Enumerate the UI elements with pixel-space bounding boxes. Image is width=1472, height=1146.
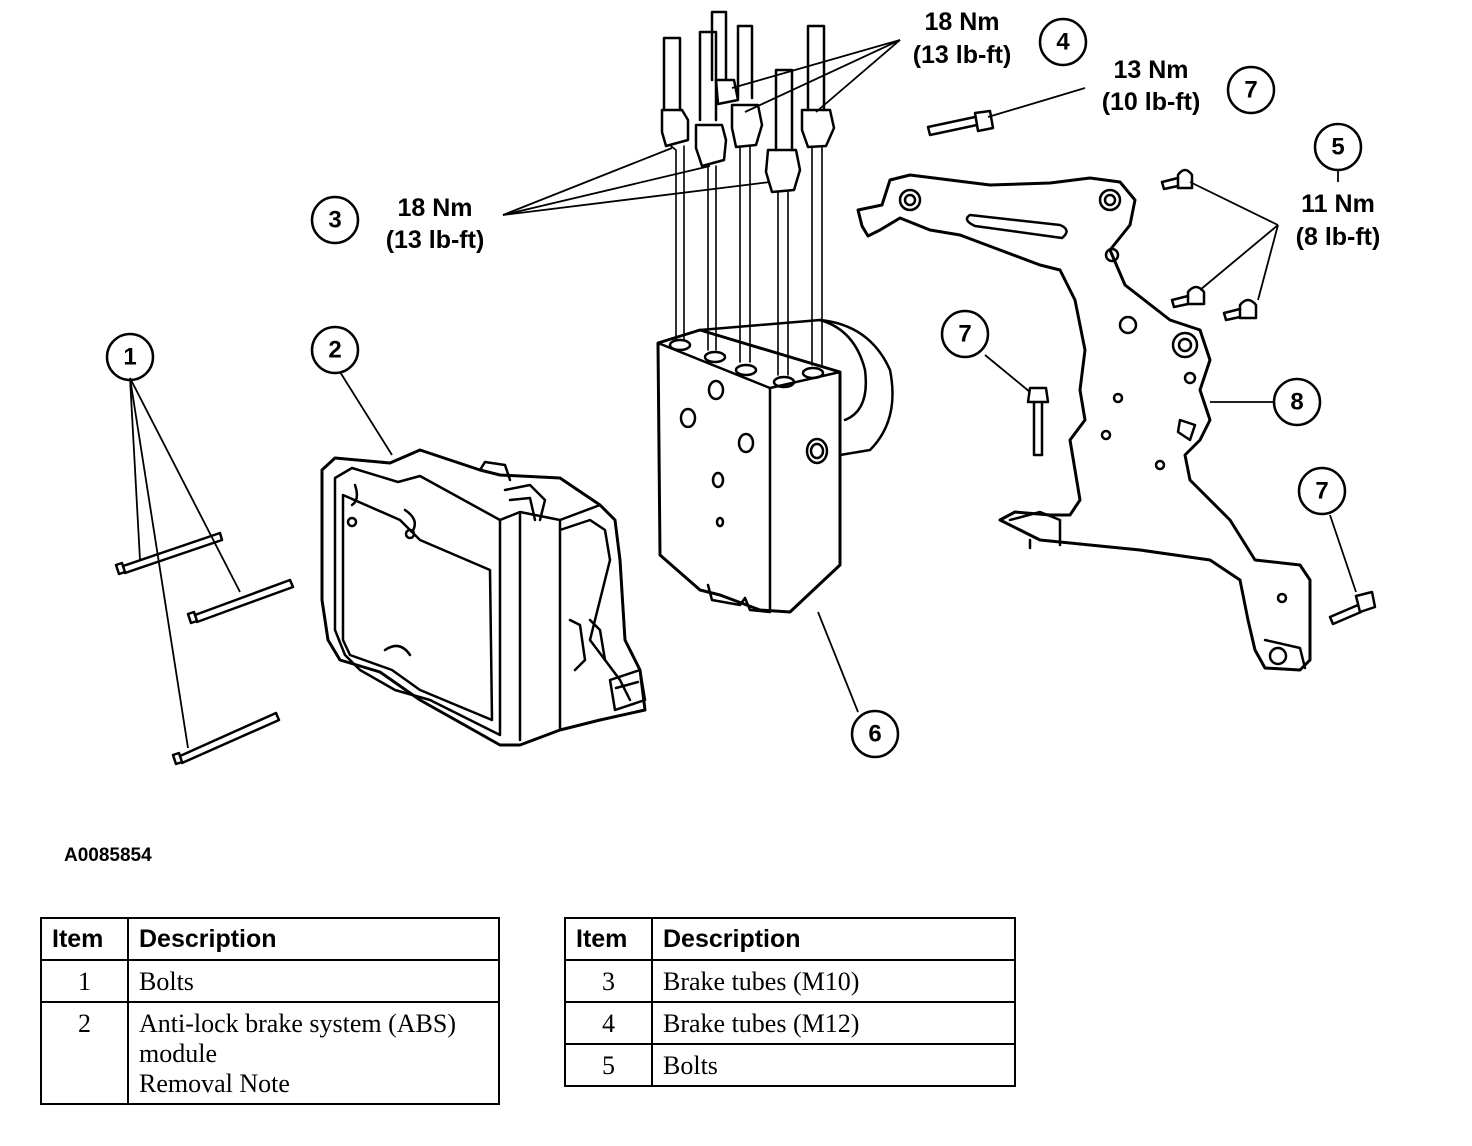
callout-1: 1 [123, 344, 136, 371]
item-number: 3 [564, 959, 653, 1003]
header-description: Description [651, 917, 1016, 961]
torque-5-nm: 11 Nm [1301, 190, 1375, 218]
torque-5-lbft: (8 lb-ft) [1296, 223, 1381, 251]
legend-table-left: Item Description 1 Bolts 2 Anti-lock bra… [40, 917, 500, 1105]
item-number: 1 [40, 959, 129, 1003]
abs-module [320, 448, 647, 747]
removal-note-link[interactable]: Removal Note [139, 1069, 290, 1098]
item-description: Brake tubes (M10) [651, 959, 1016, 1003]
table-row: 4 Brake tubes (M12) [564, 1001, 1016, 1045]
callout-3: 3 [328, 207, 341, 234]
table-row: 2 Anti-lock brake system (ABS) module Re… [40, 1001, 500, 1105]
callout-circles [105, 17, 1363, 759]
callout-2: 2 [328, 337, 341, 364]
callout-4: 4 [1056, 29, 1070, 56]
callout-5: 5 [1331, 134, 1344, 161]
item-number: 2 [40, 1001, 129, 1105]
bolts-item-5 [1160, 168, 1258, 322]
leader-lines [129, 39, 1357, 749]
item-description: Brake tubes (M12) [651, 1001, 1016, 1045]
bolts-item-1 [114, 531, 295, 766]
legend-table-right: Item Description 3 Brake tubes (M10) 4 B… [564, 917, 1016, 1087]
item-description: Bolts [651, 1043, 1016, 1087]
torque-4-lbft: (13 lb-ft) [913, 41, 1012, 69]
item-description: Anti-lock brake system (ABS) module Remo… [127, 1001, 500, 1105]
callout-7-bottom: 7 [1315, 478, 1328, 505]
callout-8: 8 [1290, 389, 1303, 416]
exploded-view-diagram: 1 2 3 4 5 7 7 8 7 6 18 Nm (13 lb-ft) 18 … [105, 8, 1381, 766]
header-item: Item [40, 917, 129, 961]
table-row: 3 Brake tubes (M10) [564, 959, 1016, 1003]
header-description: Description [127, 917, 500, 961]
torque-4-nm: 18 Nm [924, 8, 999, 36]
torque-3-nm: 18 Nm [397, 194, 472, 222]
item-number: 4 [564, 1001, 653, 1045]
torque-3-lbft: (13 lb-ft) [386, 226, 485, 254]
hydraulic-control-unit [656, 318, 894, 614]
item-number: 5 [564, 1043, 653, 1087]
torque-7-nm: 13 Nm [1113, 56, 1188, 84]
torque-7-lbft: (10 lb-ft) [1102, 88, 1201, 116]
mounting-bracket [856, 173, 1312, 672]
table-row: 1 Bolts [40, 959, 500, 1003]
callout-6: 6 [868, 721, 881, 748]
callout-7-top: 7 [1244, 77, 1257, 104]
header-item: Item [564, 917, 653, 961]
bolts-item-7 [926, 109, 1377, 626]
figure-id: A0085854 [64, 845, 152, 866]
item-description: Bolts [127, 959, 500, 1003]
brake-tubes [660, 10, 836, 376]
callout-7-middle: 7 [958, 321, 971, 348]
table-row: 5 Bolts [564, 1043, 1016, 1087]
